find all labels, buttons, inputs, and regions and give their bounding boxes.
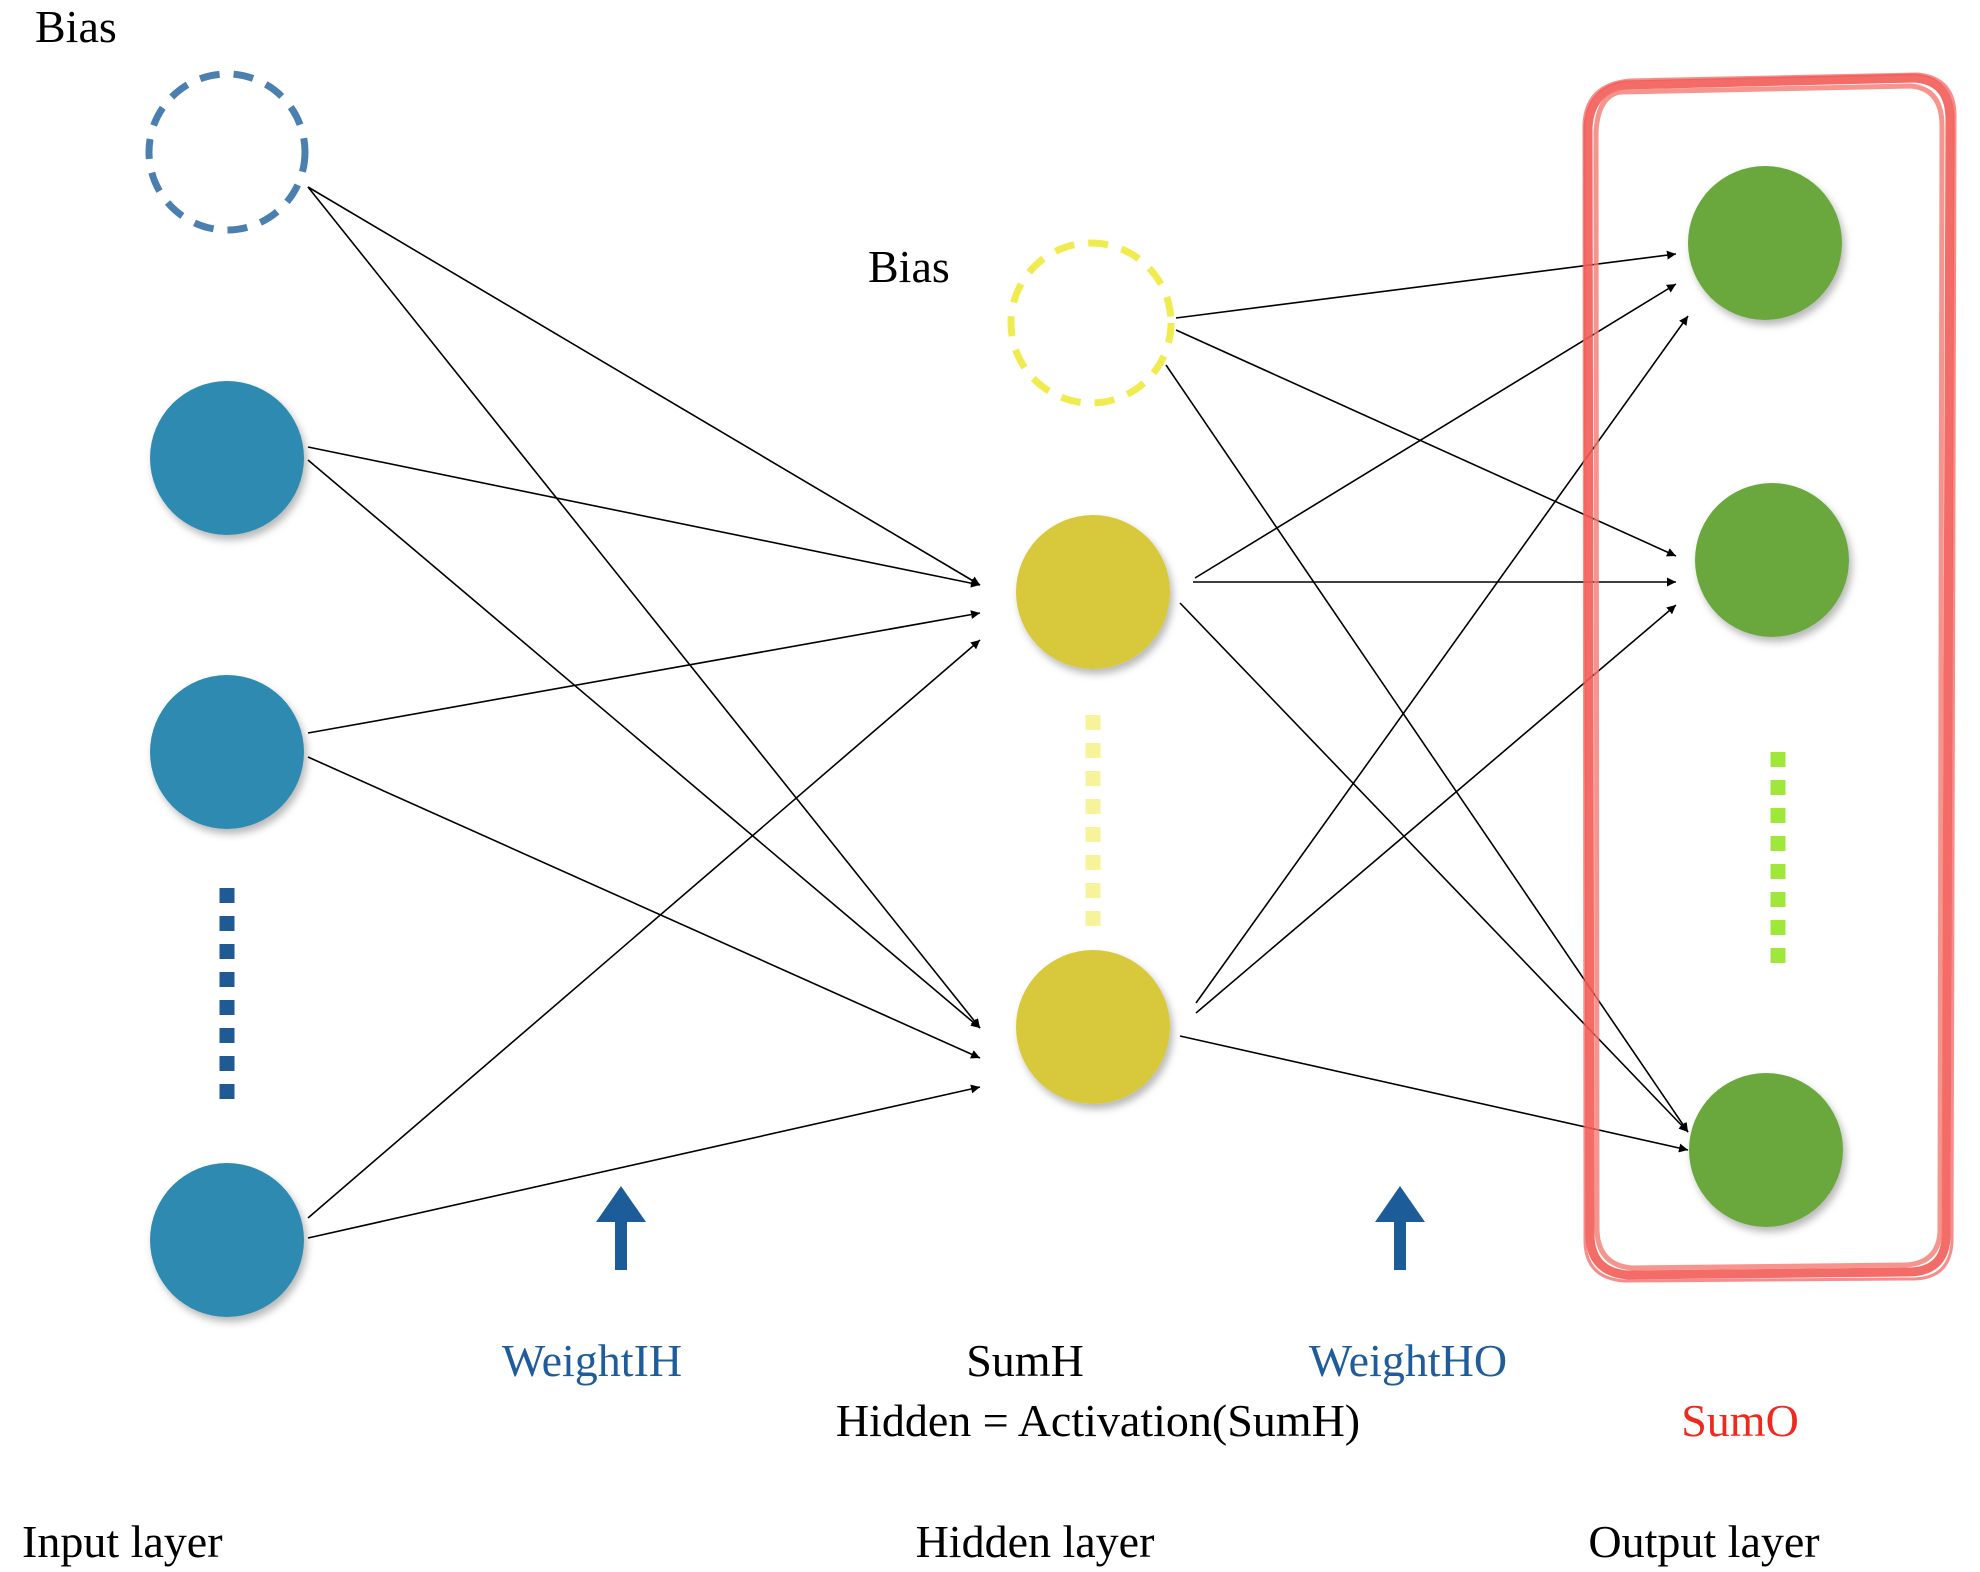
connections-input-hidden	[307, 186, 981, 1239]
weight-ih-label: WeightIH	[501, 1335, 683, 1386]
output-node	[1695, 483, 1849, 637]
output-layer-nodes	[1688, 166, 1849, 1227]
input-node	[150, 381, 304, 535]
weight-ho-label: WeightHO	[1308, 1335, 1508, 1386]
weight-ih-arrow-icon	[596, 1186, 646, 1270]
input-bias-node	[145, 70, 309, 234]
input-node	[150, 675, 304, 829]
input-layer-nodes	[150, 381, 304, 1317]
hidden-layer-nodes	[1016, 515, 1170, 1104]
input-layer-label: Input layer	[22, 1516, 223, 1567]
hidden-bias-label: Bias	[868, 241, 950, 292]
output-node	[1688, 166, 1842, 320]
sum-h-label: SumH	[966, 1335, 1084, 1386]
hidden-node	[1016, 950, 1170, 1104]
hidden-layer-label: Hidden layer	[915, 1516, 1155, 1567]
output-node	[1689, 1073, 1843, 1227]
connections-hidden-output	[1165, 250, 1689, 1153]
input-node	[150, 1163, 304, 1317]
input-bias-label: Bias	[35, 1, 117, 52]
output-layer-label: Output layer	[1588, 1516, 1820, 1567]
sum-o-label: SumO	[1681, 1395, 1799, 1446]
hidden-node	[1016, 515, 1170, 669]
weight-ho-arrow-icon	[1375, 1186, 1425, 1270]
hidden-activation-formula: Hidden = Activation(SumH)	[835, 1395, 1361, 1446]
hidden-bias-node	[1007, 239, 1175, 407]
output-layer-highlight-box	[1582, 72, 1957, 1283]
